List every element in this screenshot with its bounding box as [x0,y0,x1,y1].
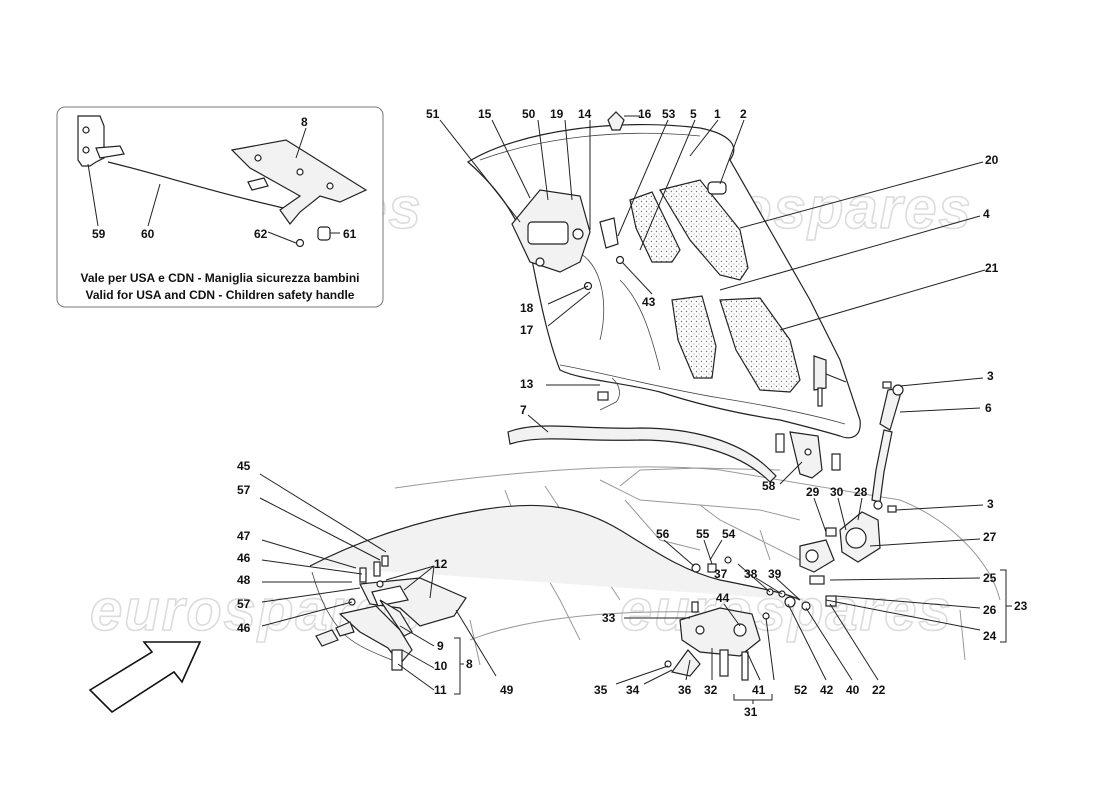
group-braces [454,569,1012,704]
callout-label: 55 [696,527,710,541]
callout-label: 13 [520,377,534,391]
callout-label: 61 [343,227,357,241]
callout-label: 49 [500,683,514,697]
callout-label: 51 [426,107,440,121]
callout-label: 37 [714,567,728,581]
callout-label: 2 [740,107,747,121]
callout-label: 4 [983,207,990,221]
callout-label: 54 [722,527,736,541]
handle-assembly [315,555,467,671]
callout-label: 44 [716,591,730,605]
latch-assembly [799,511,881,585]
callout-label: 16 [638,107,652,121]
callout-label: 11 [434,683,447,697]
hinge [775,431,841,479]
callout-label: 31 [744,705,758,719]
callout-label: 10 [434,659,448,673]
callout-label: 25 [983,571,997,585]
callout-label: 57 [237,483,251,497]
callout-label: 17 [520,323,534,337]
direction-arrow [88,641,202,714]
callout-label: 47 [237,529,251,543]
callout-label: 46 [237,551,251,565]
callout-label: 53 [662,107,676,121]
callout-label: 45 [237,459,251,473]
callout-label: 26 [983,603,997,617]
callout-label: 60 [141,227,155,241]
callout-label: 58 [762,479,776,493]
callout-label: 19 [550,107,564,121]
callout-label: 39 [768,567,782,581]
callout-label: 27 [983,530,997,544]
callout-label: 32 [704,683,718,697]
inset-box: 8 59 60 62 61 Vale per USA e CDN - Manig… [56,106,384,308]
callout-label: 41 [752,683,766,697]
callout-label: 42 [820,683,834,697]
leader-lines [259,115,986,691]
callout-label: 14 [578,107,592,121]
callout-label: 18 [520,301,534,315]
callout-label: 6 [985,401,992,415]
callout-label: 29 [806,485,820,499]
callout-label: 21 [985,261,999,275]
callout-label: 36 [678,683,692,697]
callout-label: 62 [254,227,268,241]
callout-label: 35 [594,683,608,697]
callout-label: 23 [1014,599,1028,613]
callout-label: 30 [830,485,844,499]
callout-label: 3 [987,497,994,511]
callout-label: 48 [237,573,251,587]
callout-label: 8 [466,657,473,671]
callout-label: 52 [794,683,808,697]
callout-label: 33 [602,611,616,625]
callout-label: 59 [92,227,106,241]
callout-label: 12 [434,557,448,571]
callout-label: 34 [626,683,640,697]
callout-label: 43 [642,295,656,309]
callout-label: 9 [437,639,444,653]
callout-label: 28 [854,485,868,499]
callout-label: 38 [744,567,758,581]
callout-label: 50 [522,107,536,121]
inset-caption-it: Vale per USA e CDN - Maniglia sicurezza … [81,271,360,285]
callout-label: 7 [520,403,527,417]
callout-label: 8 [301,115,308,129]
callout-label: 20 [985,153,999,167]
callout-label: 40 [846,683,860,697]
callout-label: 56 [656,527,670,541]
callout-label: 46 [237,621,251,635]
callout-label: 1 [714,107,721,121]
callout-label: 24 [983,629,997,643]
callout-label: 22 [872,683,886,697]
callout-label: 5 [690,107,697,121]
callout-label: 57 [237,597,251,611]
inset-caption-en: Valid for USA and CDN - Children safety … [86,288,355,302]
callout-label: 15 [478,107,492,121]
callout-label: 3 [987,369,994,383]
